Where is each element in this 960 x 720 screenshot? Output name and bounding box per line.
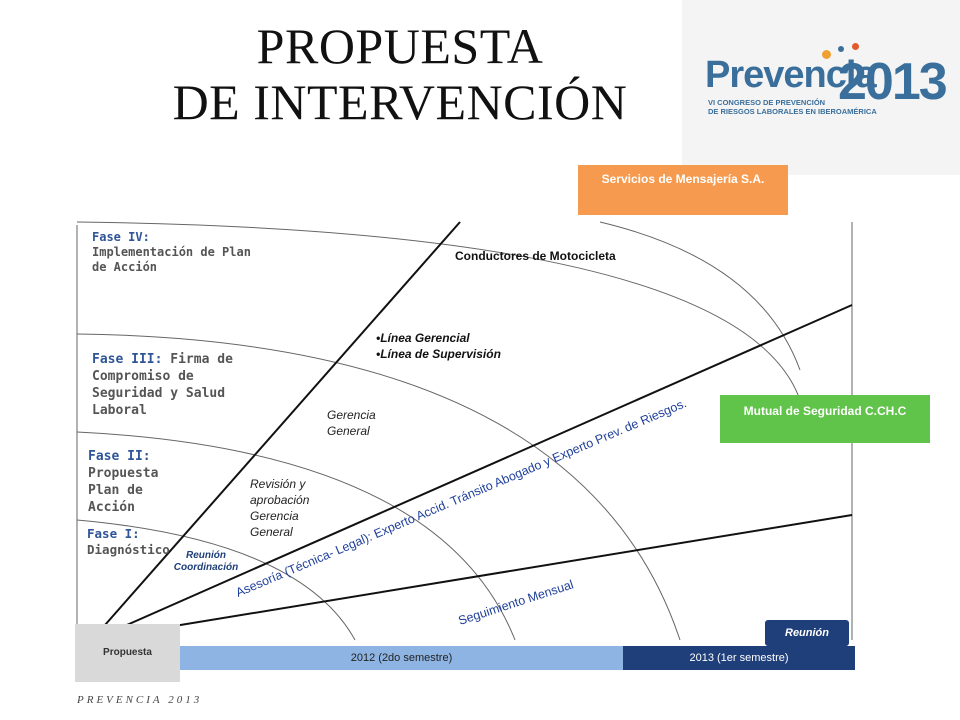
- phase-4-heading: Fase IV:: [92, 230, 150, 244]
- phase-3-body: Firma de Compromiso de Seguridad y Salud…: [92, 352, 233, 418]
- gerencia-general-label: Gerencia General: [327, 408, 376, 438]
- logo-dot: [822, 50, 831, 59]
- phase-arc-1: [76, 519, 356, 641]
- revision-label: Revisión y aprobación Gerencia General: [250, 477, 310, 539]
- phase-2-body: Propuesta Plan de Acción: [88, 466, 159, 515]
- phase-arc-2: [76, 431, 516, 641]
- phase-1-label: Fase I: Diagnóstico: [87, 526, 187, 558]
- phase-arc-3: [76, 333, 681, 641]
- reunion-coordinacion-label: Reunión Coordinación: [173, 550, 239, 573]
- timeline-start-propuesta: Propuesta: [75, 624, 180, 682]
- messaging-company-box: Servicios de Mensajería S.A.: [578, 165, 788, 215]
- conductores-label: Conductores de Motocicleta: [455, 249, 616, 263]
- prevencia-logo: [682, 0, 960, 175]
- radial-line-1: [104, 221, 461, 626]
- phase-1-body: Diagnóstico: [87, 542, 170, 557]
- page-title: PROPUESTA DE INTERVENCIÓN: [150, 18, 650, 130]
- linea-supervision-item: •Línea de Supervisión: [376, 347, 501, 361]
- phase-1-heading: Fase I:: [87, 526, 140, 541]
- logo-year: 2013: [838, 53, 948, 111]
- timeline-period-2013: 2013 (1er semestre): [623, 646, 855, 670]
- title-line-1: PROPUESTA: [256, 18, 544, 74]
- timeline-period-2012: 2012 (2do semestre): [180, 646, 623, 670]
- phase-3-label: Fase III: Firma de Compromiso de Segurid…: [92, 351, 257, 419]
- logo-word: Prevencia: [705, 54, 877, 96]
- phase-arc-5: [599, 221, 801, 371]
- footer-text: PREVENCIA 2013: [77, 694, 203, 706]
- title-line-2: DE INTERVENCIÓN: [172, 74, 628, 130]
- phase-2-heading: Fase II:: [88, 449, 151, 464]
- radial-line-3: [149, 514, 853, 631]
- logo-subtitle-line-2: DE RIESGOS LABORALES EN IBEROAMÉRICA: [708, 107, 877, 116]
- logo-subtitle: VI CONGRESO DE PREVENCIÓN DE RIESGOS LAB…: [708, 98, 878, 116]
- phase-3-heading: Fase III:: [92, 352, 163, 367]
- logo-subtitle-line-1: VI CONGRESO DE PREVENCIÓN: [708, 98, 826, 107]
- seguimiento-label: Seguimiento Mensual: [457, 577, 576, 627]
- lineas-list: •Línea Gerencial •Línea de Supervisión: [376, 330, 501, 362]
- phase-2-label: Fase II: Propuesta Plan de Acción: [88, 448, 178, 516]
- logo-dot: [838, 46, 844, 52]
- linea-gerencial-item: •Línea Gerencial: [376, 331, 470, 345]
- mutual-company-box: Mutual de Seguridad C.CH.C: [720, 395, 930, 443]
- logo-dot: [852, 43, 859, 50]
- phase-arc-4: [76, 221, 801, 401]
- radial-line-2: [119, 304, 853, 629]
- reunion-badge: Reunión: [765, 620, 849, 646]
- phase-4-label: Fase IV: Implementación de Plan de Acció…: [92, 230, 252, 275]
- phase-4-body: Implementación de Plan de Acción: [92, 245, 251, 274]
